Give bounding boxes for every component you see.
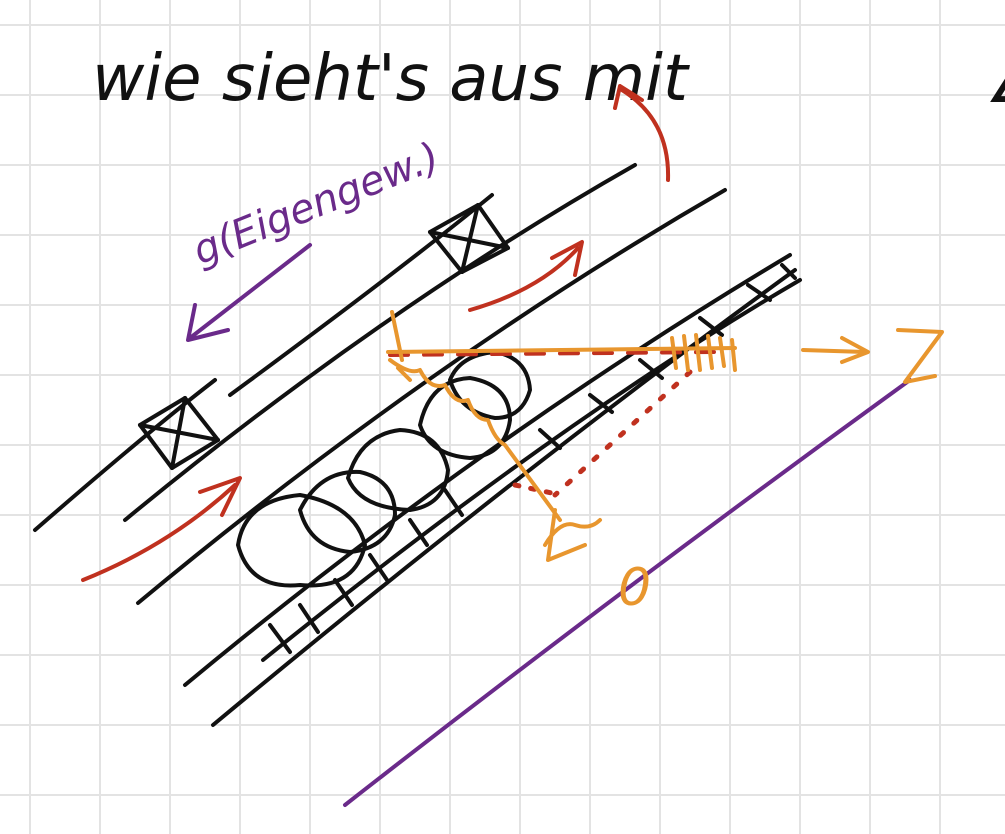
heading-trailing-glyph: ∠ xyxy=(985,47,1005,117)
flow-arrow-lower xyxy=(81,483,237,582)
particle-blobs xyxy=(236,350,532,588)
particle-blob-2 xyxy=(298,469,397,554)
outer-wall-upper-b xyxy=(228,193,494,397)
horizontal-force-line xyxy=(386,346,737,354)
heading-text: wie sieht's aus mit xyxy=(92,42,691,116)
particle-blob-1 xyxy=(236,493,367,588)
hatch-right xyxy=(670,333,737,372)
gravity-arrow-head xyxy=(186,303,230,342)
support-frame-upper xyxy=(428,203,510,274)
flow-arrow-middle xyxy=(468,246,580,312)
support-frames xyxy=(138,203,510,470)
gravity-annotation xyxy=(186,243,912,807)
z-arrow-shaft xyxy=(801,348,867,354)
gravity-label: g(Eigengew.) xyxy=(187,134,446,275)
particle-blob-3 xyxy=(346,428,450,512)
force-decomposition xyxy=(386,310,944,562)
hatch-left xyxy=(390,310,412,382)
z-mark-strokes xyxy=(896,328,944,384)
flow-arrow-top-curl xyxy=(620,88,671,182)
inner-wall-upper xyxy=(136,188,727,605)
red-dotted-diagonal xyxy=(552,369,693,498)
flow-arrows xyxy=(81,84,717,582)
outer-wall-lower xyxy=(123,163,637,522)
gravity-arrow-shaft xyxy=(188,243,312,340)
sleeper-ticks xyxy=(268,263,797,654)
force-arrow-head xyxy=(543,508,602,562)
outer-wall-upper-a xyxy=(33,378,217,532)
spring-force-diagonal xyxy=(388,358,562,522)
support-frame-lower xyxy=(138,396,220,470)
red-dashed-horizontal xyxy=(388,350,717,357)
axis-origin-label: 0 xyxy=(618,558,651,618)
z-arrow-head xyxy=(840,336,870,364)
z-axis-line xyxy=(343,378,912,807)
